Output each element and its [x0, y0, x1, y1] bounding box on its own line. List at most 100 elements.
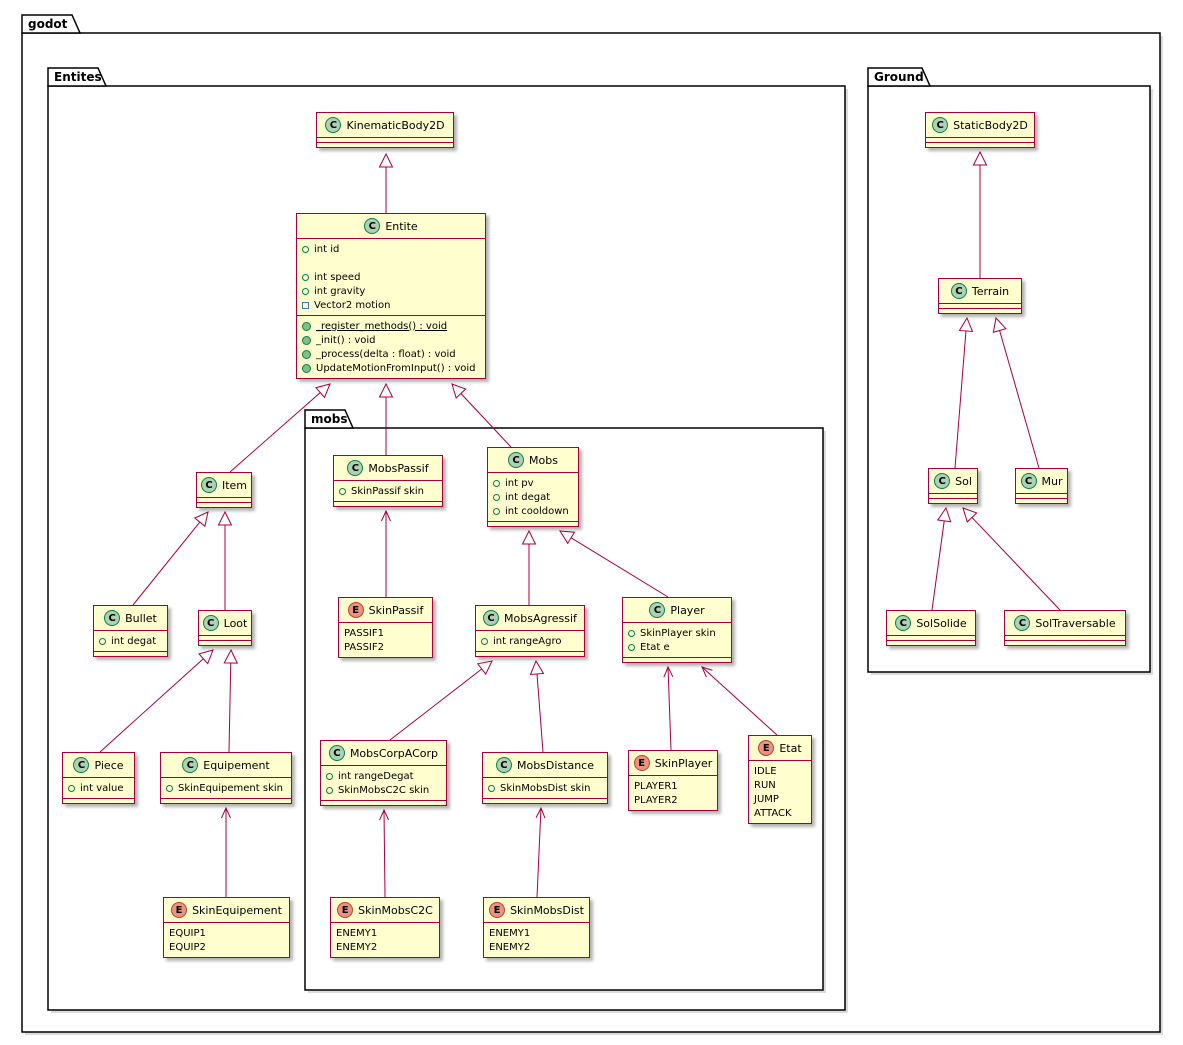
member-text: PASSIF2: [344, 641, 384, 653]
triangle-arrowhead-icon: [217, 510, 233, 526]
member-row: ENEMY2: [489, 940, 584, 954]
public-field-icon: [68, 784, 75, 792]
compartment: [1016, 498, 1067, 503]
compartment: [1005, 635, 1125, 640]
member-row: int cooldown: [493, 504, 573, 518]
public-field-icon: [326, 772, 333, 780]
enum-spot-icon: E: [489, 902, 506, 918]
class-name: Piece: [94, 758, 124, 772]
member-text: _init() : void: [316, 334, 376, 346]
member-row: SkinMobsDist skin: [488, 781, 602, 795]
open-arrowhead-icon: [535, 806, 546, 819]
member-row: int rangeAgro: [481, 634, 579, 648]
enum-spot-icon: E: [347, 602, 364, 618]
public-field-icon: [302, 287, 309, 295]
class-title: C Equipement: [161, 753, 291, 777]
triangle-arrowhead-icon: [958, 316, 974, 333]
class-spot-icon: C: [182, 757, 199, 773]
compartment: [1016, 493, 1067, 498]
compartment: _register_methods() : void_init() : void…: [297, 315, 485, 378]
class-spot-icon: C: [364, 218, 381, 234]
class-spot-icon: C: [483, 610, 500, 626]
inheritance-edge-Piece-Loot: [99, 658, 204, 753]
compartment: [317, 142, 453, 147]
inheritance-edge-SolTraversable-Sol: [971, 517, 1061, 611]
public-field-icon: [493, 507, 500, 515]
class-title: E SkinMobsDist: [484, 898, 589, 922]
member-text: UpdateMotionFromInput() : void: [316, 362, 476, 374]
class-spot-icon: C: [495, 757, 512, 773]
class-name: MobsAgressif: [504, 611, 577, 625]
triangle-arrowhead-icon: [193, 511, 209, 528]
class-name: MobsDistance: [516, 758, 595, 772]
public-field-icon: [99, 637, 106, 645]
class-name: Mobs: [529, 453, 558, 467]
inheritance-edge-Mobs-Entite: [460, 393, 512, 448]
compartment: [887, 640, 975, 645]
member-text: IDLE: [754, 765, 777, 777]
member-text: int degat: [111, 635, 157, 647]
class-title: C MobsDistance: [483, 753, 607, 777]
triangle-arrowhead-icon: [378, 382, 394, 398]
member-row: SkinPlayer skin: [628, 626, 726, 640]
member-row: IDLE: [754, 764, 806, 778]
compartment: [197, 502, 251, 507]
class-name: Equipement: [203, 758, 270, 772]
class-name: SkinMobsC2C: [358, 903, 433, 917]
compartment: int value: [63, 777, 134, 798]
member-row: PASSIF1: [344, 626, 427, 640]
member-text: ENEMY2: [489, 941, 531, 953]
member-text: ENEMY1: [336, 927, 378, 939]
member-row: ENEMY1: [489, 926, 584, 940]
class-name: Terrain: [971, 284, 1010, 298]
triangle-arrowhead-icon: [992, 316, 1007, 333]
class-name: SkinMobsDist: [510, 903, 584, 917]
class-name: MobsPassif: [368, 461, 429, 475]
member-text: int rangeDegat: [338, 770, 414, 782]
member-row: _init() : void: [302, 333, 480, 347]
class-spot-icon: C: [934, 473, 951, 489]
member-text: int id: [314, 243, 340, 255]
class-spot-icon: C: [932, 117, 949, 133]
member-row: UpdateMotionFromInput() : void: [302, 361, 480, 375]
member-row: EQUIP1: [169, 926, 284, 940]
class-spot-icon: C: [202, 615, 219, 631]
inheritance-edge-MobsDistance-MobsAgressif: [536, 673, 544, 753]
member-text: ENEMY2: [336, 941, 378, 953]
compartment: [94, 651, 167, 656]
member-row: ATTACK: [754, 806, 806, 820]
open-arrowhead-icon: [701, 666, 713, 678]
class-spot-icon: C: [73, 757, 90, 773]
public-field-icon: [166, 784, 173, 792]
class-name: StaticBody2D: [953, 118, 1028, 132]
inheritance-edge-Bullet-Item: [132, 521, 201, 606]
member-row: RUN: [754, 778, 806, 792]
member-row: int gravity: [302, 284, 480, 298]
package-tab-mobs: [304, 409, 355, 429]
class-name: Item: [221, 478, 248, 492]
member-row: EQUIP2: [169, 940, 284, 954]
compartment: [1005, 640, 1125, 645]
member-text: ATTACK: [754, 807, 792, 819]
package-tab-godot: [21, 14, 82, 34]
triangle-arrowhead-icon: [936, 506, 952, 523]
